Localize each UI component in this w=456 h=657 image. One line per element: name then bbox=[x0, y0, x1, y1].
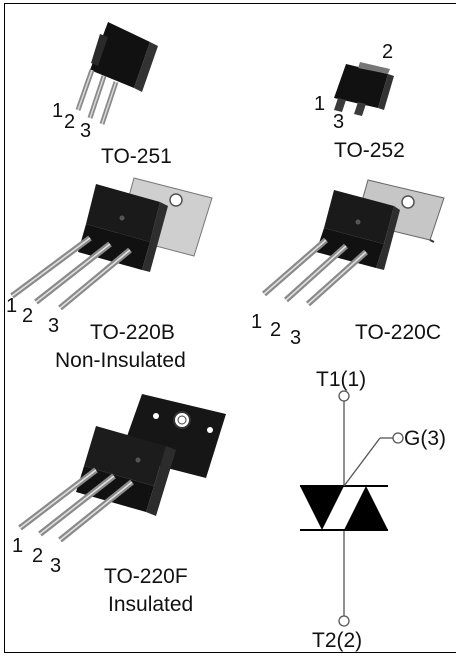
to251-pin-3: 3 bbox=[80, 120, 92, 142]
to252-pin-3: 3 bbox=[333, 111, 345, 133]
to251-pin-1: 1 bbox=[52, 100, 64, 122]
to220b-package-drawing bbox=[10, 177, 213, 311]
triac-t1-terminal-label: T1(1) bbox=[316, 368, 367, 391]
to252-label: TO-252 bbox=[334, 139, 405, 162]
to251-label: TO-251 bbox=[101, 145, 172, 168]
to251-package-drawing bbox=[75, 22, 158, 125]
to220b-subtitle: Non-Insulated bbox=[55, 349, 186, 372]
to220b-pin-3: 3 bbox=[48, 315, 60, 337]
to251-pin-2: 2 bbox=[64, 111, 76, 133]
triac-symbol bbox=[300, 390, 404, 627]
to220b-label: TO-220B bbox=[90, 321, 175, 344]
to220c-package-drawing bbox=[262, 179, 445, 307]
to252-pin-1: 1 bbox=[314, 93, 326, 115]
to220f-pin-1: 1 bbox=[12, 535, 24, 557]
to220c-pin-3: 3 bbox=[290, 327, 302, 349]
to220f-label: TO-220F bbox=[104, 565, 188, 588]
figure-frame bbox=[4, 3, 456, 653]
to220f-package-drawing bbox=[18, 394, 226, 543]
to220b-pin-1: 1 bbox=[6, 295, 18, 317]
to252-pin-2: 2 bbox=[382, 41, 394, 63]
to220c-pin-2: 2 bbox=[270, 319, 282, 341]
to220b-pin-2: 2 bbox=[22, 305, 34, 327]
to220c-label: TO-220C bbox=[355, 321, 441, 344]
to220c-pin-1: 1 bbox=[251, 311, 263, 333]
to220f-subtitle: Insulated bbox=[108, 593, 194, 616]
to252-package-drawing bbox=[334, 62, 394, 116]
to220f-pin-3: 3 bbox=[50, 555, 62, 577]
triac-gate-terminal-label: G(3) bbox=[404, 427, 446, 450]
triac-t2-terminal-label: T2(2) bbox=[312, 629, 363, 652]
to220f-pin-2: 2 bbox=[32, 545, 44, 567]
